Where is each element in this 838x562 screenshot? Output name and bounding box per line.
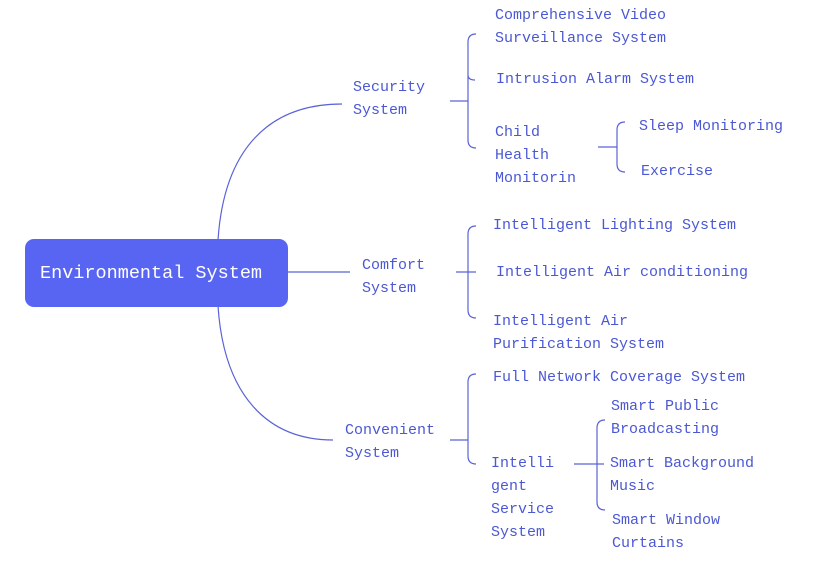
topic-smart-background-music: Smart Background Music — [610, 452, 754, 498]
topic-line: Health — [495, 147, 550, 164]
topic-line: Sleep Monitoring — [639, 118, 784, 135]
topic-security-system: Security System — [353, 76, 425, 122]
topic-line: Monitorin — [495, 170, 577, 187]
topic-line: Surveillance System — [495, 30, 667, 47]
topic-line: System — [345, 445, 400, 462]
topic-line: gent — [491, 478, 528, 495]
topic-intrusion-alarm: Intrusion Alarm System — [496, 68, 694, 91]
topic-line: Smart Window — [612, 512, 721, 529]
topic-line: System — [362, 280, 417, 297]
topic-line: Smart Public — [611, 398, 720, 415]
topic-line: Intelligent Air conditioning — [496, 264, 749, 281]
topic-convenient-system: Convenient System — [345, 419, 435, 465]
topic-line: Convenient — [345, 422, 436, 439]
topic-line: Full Network Coverage System — [493, 369, 746, 386]
link-root-convenient — [217, 305, 334, 441]
topic-line: System — [491, 524, 546, 541]
topic-exercise: Exercise — [641, 160, 713, 183]
topic-comfort-system: Comfort System — [362, 254, 425, 300]
link-root-security — [217, 103, 343, 241]
root-topic-label: Environmental System — [40, 262, 263, 284]
topic-line: Curtains — [612, 535, 685, 552]
root-topic: Environmental System — [25, 239, 288, 307]
topic-line: Security — [353, 79, 426, 96]
topic-line: Intelli — [491, 455, 555, 472]
topic-smart-public-broadcasting: Smart Public Broadcasting — [611, 395, 719, 441]
topic-line: Intelligent Lighting System — [493, 217, 737, 234]
topic-line: Music — [610, 478, 656, 495]
topic-line: Child — [495, 124, 541, 141]
topic-intelligent-service: Intelli gent Service System — [491, 452, 554, 544]
topic-air-purification: Intelligent Air Purification System — [493, 310, 664, 356]
topic-line: System — [353, 102, 408, 119]
topic-line: Broadcasting — [611, 421, 720, 438]
bracket-intelligent-service — [574, 419, 606, 511]
bracket-child-health — [598, 121, 626, 173]
bracket-comfort — [456, 225, 477, 319]
topic-sleep-monitoring: Sleep Monitoring — [639, 115, 783, 138]
topic-line: Intelligent Air — [493, 313, 629, 330]
topic-line: Purification System — [493, 336, 665, 353]
bracket-security — [450, 33, 477, 149]
topic-intelligent-air-conditioning: Intelligent Air conditioning — [496, 261, 748, 284]
topic-line: Service — [491, 501, 555, 518]
topic-line: Comprehensive Video — [495, 7, 667, 24]
topic-video-surveillance: Comprehensive Video Surveillance System — [495, 4, 666, 50]
topic-smart-window-curtains: Smart Window Curtains — [612, 509, 720, 555]
topic-line: Comfort — [362, 257, 426, 274]
topic-line: Smart Background — [610, 455, 755, 472]
topic-line: Exercise — [641, 163, 714, 180]
topic-line: Intrusion Alarm System — [496, 71, 695, 88]
bracket-convenient — [450, 373, 477, 465]
topic-child-health-monitoring: Child Health Monitorin — [495, 121, 576, 190]
topic-intelligent-lighting: Intelligent Lighting System — [493, 214, 736, 237]
topic-full-network-coverage: Full Network Coverage System — [493, 366, 745, 389]
